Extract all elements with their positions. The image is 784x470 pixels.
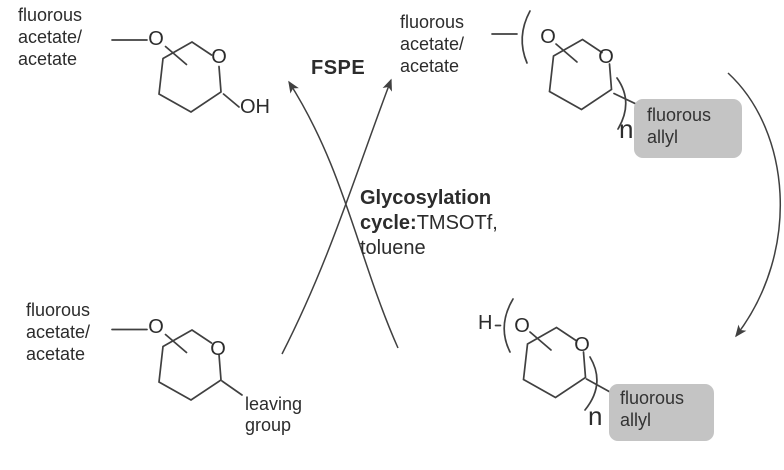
repeat-close-paren-top-right	[616, 77, 627, 130]
cycle-return-arrow	[727, 72, 781, 338]
ring-oxygen-bottom-left: O	[210, 338, 226, 360]
fluorous-allyl-tag-bottom-right: fluorous allyl	[609, 384, 714, 441]
label-line: group	[245, 415, 292, 435]
leaving-group-label: leaving group	[245, 394, 302, 436]
label-line: fluorous	[400, 12, 465, 32]
substituent-label-bottom-left: fluorous acetate/ acetate	[26, 299, 90, 365]
label-line: acetate/	[18, 27, 83, 47]
cycle-label-line1: Glycosylation	[360, 187, 492, 209]
tag-line: allyl	[620, 410, 652, 430]
cycle-label-line2: cycle:TMSOTf,	[360, 211, 498, 236]
ring-oxygen-top-right: O	[598, 46, 614, 68]
hydrogen-prefix-label: H	[478, 312, 493, 334]
exocyclic-oxygen-top-right: O	[540, 26, 556, 48]
ring-oxygen-top-left: O	[211, 46, 227, 68]
tag-line: fluorous	[620, 388, 685, 408]
exocyclic-oxygen-bottom-left: O	[148, 316, 164, 338]
exocyclic-oxygen-bottom-right: O	[514, 315, 530, 337]
fspe-arrow-right	[281, 78, 392, 355]
label-line: acetate	[26, 344, 86, 364]
hydroxyl-group-label: OH	[240, 96, 270, 118]
tag-line: allyl	[647, 127, 679, 147]
fluorous-allyl-tag-top-right: fluorous allyl	[634, 99, 742, 158]
label-line: fluorous	[18, 5, 83, 25]
repeat-open-paren-top-right	[521, 10, 531, 64]
cycle-label-line3: toluene	[360, 237, 426, 259]
ring-oxygen-bottom-right: O	[574, 334, 590, 356]
label-line: acetate/	[400, 34, 465, 54]
label-line: acetate	[18, 49, 78, 69]
repeat-open-paren-bottom-right	[503, 298, 514, 353]
repeat-close-paren-bottom-right	[584, 356, 598, 411]
glycosylation-cycle-label: Glycosylation cycle:TMSOTf, toluene	[360, 186, 498, 261]
label-line: fluorous	[26, 300, 91, 320]
tag-line: fluorous	[647, 105, 712, 125]
repeat-subscript-bottom-right: n	[588, 401, 603, 431]
cycle-reagent: TMSOTf,	[416, 212, 498, 234]
label-line: leaving	[245, 394, 303, 414]
substituent-label-top-right: fluorous acetate/ acetate	[400, 11, 464, 77]
label-line: acetate	[400, 56, 460, 76]
cycle-word-bold: cycle:	[360, 212, 417, 234]
fspe-label: FSPE	[311, 57, 366, 79]
label-line: acetate/	[26, 322, 91, 342]
repeat-subscript-top-right: n	[619, 114, 634, 144]
substituent-label-top-left: fluorous acetate/ acetate	[18, 4, 82, 70]
fspe-arrow-left	[288, 80, 399, 349]
exocyclic-oxygen-top-left: O	[148, 28, 164, 50]
